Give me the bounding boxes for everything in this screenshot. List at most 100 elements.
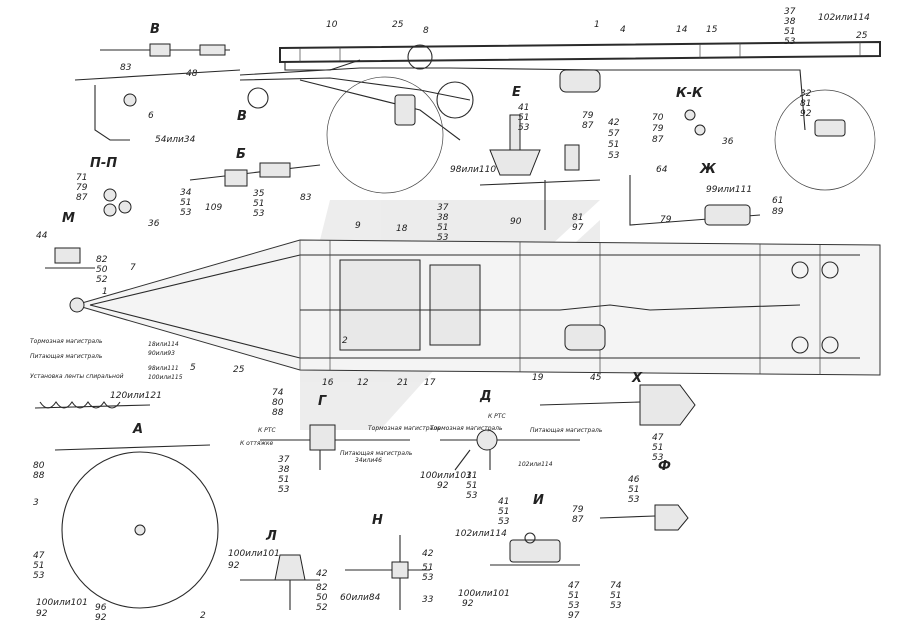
b-51: 51	[180, 198, 191, 208]
mid-19: 19	[532, 373, 544, 383]
callout-32: 32	[800, 89, 812, 99]
callout-38: 38	[784, 17, 796, 27]
mid-12: 12	[357, 378, 369, 388]
g-80: 80	[272, 398, 284, 408]
e-51: 51	[518, 113, 529, 123]
callout-4: 4	[620, 25, 626, 35]
zh-99-111: 99или111	[706, 185, 752, 195]
f-51: 51	[628, 485, 639, 495]
mid-37: 37	[437, 203, 449, 213]
top-side-view: 10 25 8 1 4 14 15 37 38 51 53 102или114 …	[74, 7, 881, 194]
view-l: Л 100или101 92 42 82 50 52	[228, 529, 328, 613]
mid-7: 7	[130, 263, 136, 273]
pp-36: 36	[148, 219, 160, 229]
view-e: Е 41 51 53 79 87 42 57 51 53 98или110 90…	[450, 85, 620, 233]
mid-1: 1	[102, 287, 108, 297]
g-74: 74	[272, 388, 284, 398]
view-label-pp: П-П	[90, 156, 117, 171]
n-42: 42	[422, 549, 434, 559]
l-100-101: 100или101	[228, 549, 280, 559]
kk-70: 70	[652, 113, 664, 123]
view-label-v: В	[150, 22, 160, 37]
callout-8: 8	[423, 26, 429, 36]
zh-89: 89	[772, 207, 784, 217]
a-3: 3	[33, 498, 39, 508]
b-109: 109	[205, 203, 222, 213]
i-97: 97	[568, 611, 580, 621]
note-100-115: 100или115	[148, 374, 183, 381]
view-g: Г 74 80 88 К РТС К оттяжке 37 38 51 53 3…	[240, 388, 441, 495]
b-83: 83	[300, 193, 312, 203]
g-88: 88	[272, 408, 284, 418]
e-79: 79	[582, 111, 594, 121]
note-supply-line: Питающая магистраль	[30, 353, 103, 360]
g-supply-line: Питающая магистраль	[340, 450, 413, 457]
e-41: 41	[518, 103, 529, 113]
i-79: 79	[572, 505, 584, 515]
b-51b: 51	[253, 199, 264, 209]
e-57: 57	[608, 129, 620, 139]
left-top-callouts: 6 54или34 В	[148, 109, 247, 145]
b-53: 53	[180, 208, 192, 218]
a-96: 96	[95, 603, 107, 613]
l-82: 82	[316, 583, 328, 593]
i-51b: 51	[568, 591, 579, 601]
spiral-120-121: 120или121	[110, 391, 162, 401]
i-51c: 51	[610, 591, 621, 601]
view-kk: К-К 70 79 87 36	[652, 86, 734, 147]
note-98-111: 98или111	[148, 365, 179, 372]
b-35: 35	[253, 189, 265, 199]
g-53: 53	[278, 485, 290, 495]
note-spiral: Установка ленты спиральной	[30, 373, 124, 380]
view-label-kk: К-К	[676, 86, 704, 101]
g-38: 38	[278, 465, 290, 475]
mid-25: 25	[233, 365, 245, 375]
view-i: И 41 51 53 102или114 79 87 100или101 92 …	[455, 493, 622, 621]
callout-81: 81	[800, 99, 811, 109]
view-m: М 44 82 50 52	[36, 211, 108, 285]
kk-79: 79	[652, 124, 664, 134]
m-82: 82	[96, 255, 108, 265]
d-supply-line: Питающая магистраль	[530, 427, 603, 434]
view-zh: Ж 64 79 99или111 61 89	[629, 162, 784, 226]
view-d: Д К РТС Тормозная магистраль Питающая ма…	[420, 389, 603, 501]
d-51: 51	[466, 481, 477, 491]
callout-25b: 25	[856, 31, 868, 41]
i-47: 47	[568, 581, 580, 591]
kk-87: 87	[652, 135, 664, 145]
note-90-93: 90или93	[148, 350, 175, 357]
note-18-114: 18или114	[148, 341, 179, 348]
e-81: 81	[572, 213, 583, 223]
e-51b: 51	[608, 140, 619, 150]
mid-17: 17	[424, 378, 436, 388]
a-47: 47	[33, 551, 45, 561]
l-52: 52	[316, 603, 328, 613]
mid-21: 21	[397, 378, 408, 388]
m-50: 50	[96, 265, 108, 275]
left-notes: Тормозная магистраль Питающая магистраль…	[30, 338, 183, 381]
view-label-kh: Х	[631, 371, 643, 386]
d-102-114: 102или114	[518, 461, 553, 468]
mid-16: 16	[322, 378, 334, 388]
callout-1: 1	[594, 20, 600, 30]
d-to-rts: К РТС	[488, 413, 506, 420]
a-88: 88	[33, 471, 45, 481]
d-31: 31	[466, 471, 477, 481]
kh-51: 51	[652, 443, 663, 453]
zh-64: 64	[656, 165, 668, 175]
a-51: 51	[33, 561, 44, 571]
g-to-rts: К РТС	[258, 427, 276, 434]
callout-25: 25	[392, 20, 404, 30]
i-51: 51	[498, 507, 509, 517]
g-37: 37	[278, 455, 290, 465]
callout-37: 37	[784, 7, 796, 17]
zh-61: 61	[772, 196, 783, 206]
view-f: Ф 46 51 53	[599, 459, 689, 531]
e-87: 87	[582, 121, 594, 131]
view-label-d: Д	[479, 389, 492, 404]
view-pp: П-П 71 79 87 36	[76, 156, 160, 229]
a-100-101: 100или101	[36, 598, 88, 608]
e-53: 53	[518, 123, 530, 133]
view-label-m: М	[62, 211, 75, 226]
l-50: 50	[316, 593, 328, 603]
